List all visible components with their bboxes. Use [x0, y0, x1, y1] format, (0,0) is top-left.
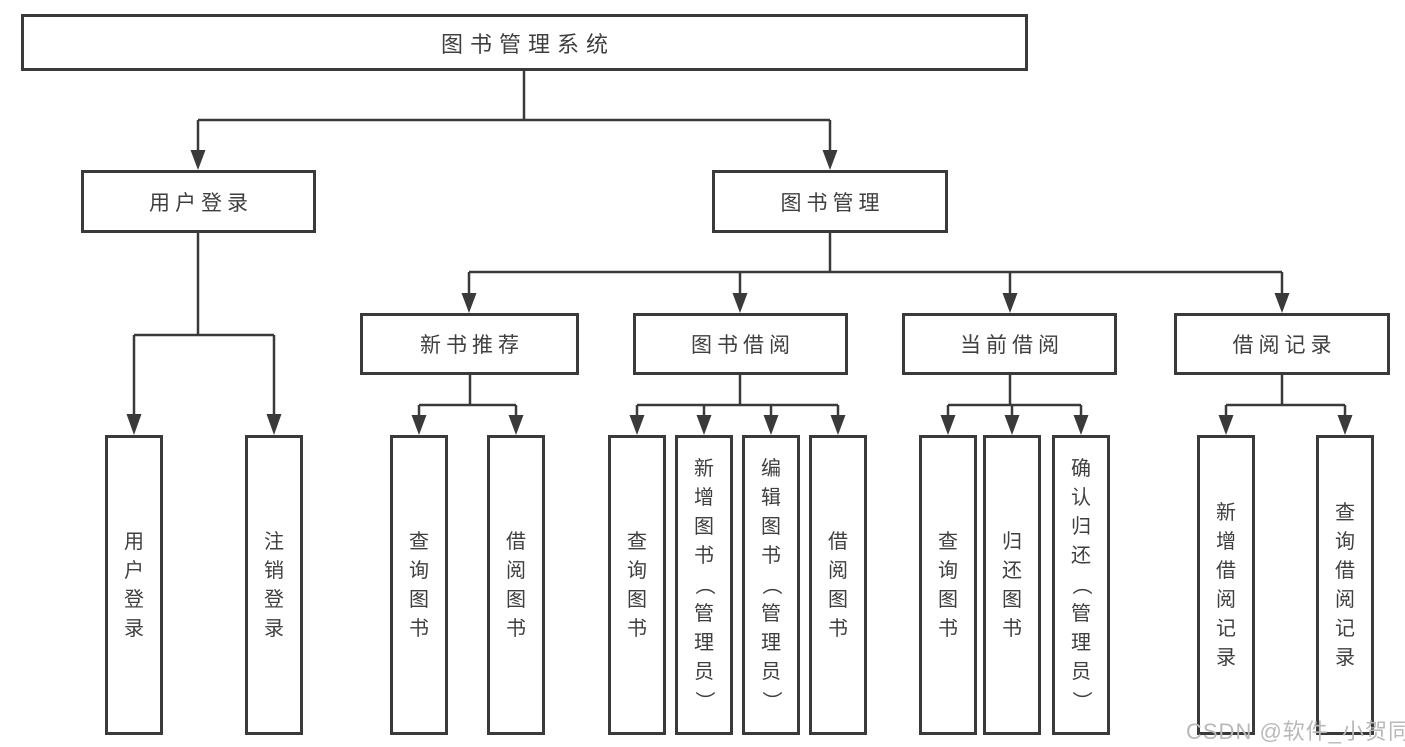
leaf-add-books-admin: 新增图书（管理员） [675, 435, 733, 735]
node-book-management: 图书管理 [712, 170, 948, 233]
node-current-borrowing: 当前借阅 [902, 313, 1117, 375]
node-new-book-recommend: 新书推荐 [360, 313, 579, 375]
leaf-query-books-recommend: 查询图书 [390, 435, 448, 735]
leaf-query-books-borrowing: 查询图书 [608, 435, 666, 735]
leaf-borrow-books-recommend: 借阅图书 [487, 435, 545, 735]
leaf-edit-books-admin: 编辑图书（管理员） [742, 435, 800, 735]
node-borrowing-records: 借阅记录 [1174, 313, 1390, 375]
node-user-login: 用户登录 [81, 170, 316, 233]
leaf-return-books: 归还图书 [983, 435, 1041, 735]
csdn-watermark: CSDN @软件_小贺同学 [1186, 719, 1405, 744]
leaf-borrow-books: 借阅图书 [809, 435, 867, 735]
node-system-root: 图书管理系统 [21, 14, 1028, 71]
leaf-user-login: 用户登录 [105, 435, 163, 735]
node-book-borrowing: 图书借阅 [633, 313, 848, 375]
leaf-confirm-return-admin: 确认归还（管理员） [1052, 435, 1110, 735]
leaf-add-borrow-record: 新增借阅记录 [1197, 435, 1255, 735]
arrowhead-icons [126, 150, 1353, 435]
leaf-logout: 注销登录 [245, 435, 303, 735]
leaf-query-borrow-record: 查询借阅记录 [1316, 435, 1374, 735]
leaf-query-books-current: 查询图书 [919, 435, 977, 735]
